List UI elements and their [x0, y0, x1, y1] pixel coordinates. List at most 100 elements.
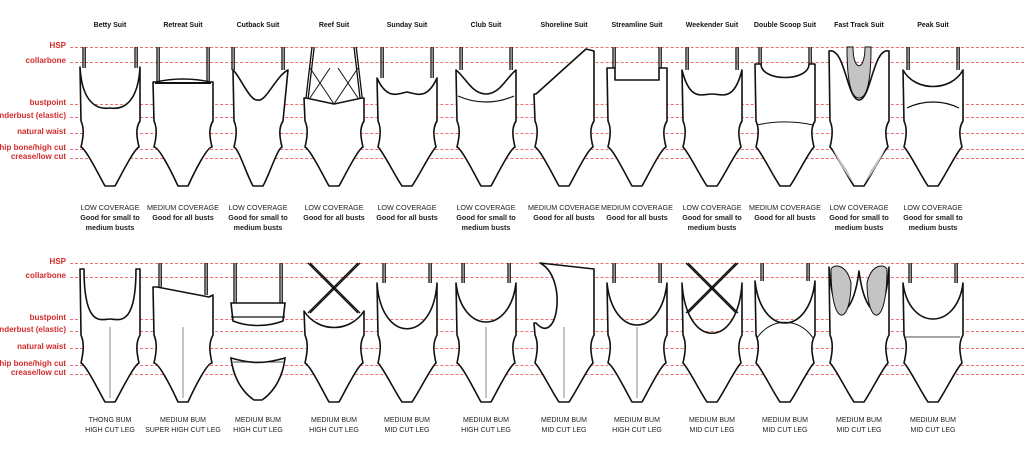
guide-label: underbust (elastic) [0, 325, 66, 334]
suit-name: Double Scoop Suit [753, 22, 817, 29]
front-suit-9 [681, 47, 743, 187]
back-cut-line: MID CUT LEG [384, 426, 430, 434]
guide-label: underbust (elastic) [0, 111, 66, 120]
back-cut-description: MEDIUM BUM HIGH CUT LEG [212, 416, 304, 435]
back-cut-line: SUPER HIGH CUT LEG [145, 426, 221, 434]
back-cut-description: THONG BUM HIGH CUT LEG [64, 416, 156, 435]
bust-fit-note: medium busts [233, 223, 283, 232]
back-suit-5 [376, 263, 438, 403]
back-cut-description: MEDIUM BUM HIGH CUT LEG [440, 416, 532, 435]
back-suit-12 [902, 263, 964, 403]
back-cut-line: MEDIUM BUM [836, 417, 882, 424]
suit-name: Betty Suit [93, 22, 127, 29]
back-suit-10 [754, 263, 816, 403]
back-cut-line: MEDIUM BUM [910, 417, 956, 424]
front-suit-8 [606, 47, 668, 187]
back-cut-line: MEDIUM BUM [762, 417, 808, 424]
bust-fit-note: Good for all busts [303, 213, 365, 222]
back-suit-4 [303, 262, 365, 403]
back-cut-line: HIGH CUT LEG [309, 426, 359, 434]
back-cut-line: MEDIUM BUM [311, 417, 357, 424]
guide-line [70, 47, 1024, 48]
back-cut-line: HIGH CUT LEG [461, 426, 511, 434]
front-suit-1 [79, 47, 141, 187]
back-cut-line: MEDIUM BUM [235, 417, 281, 424]
suit-name: Sunday Suit [386, 22, 428, 29]
back-cut-description: MEDIUM BUM MID CUT LEG [518, 416, 610, 435]
suit-name: Shoreline Suit [540, 22, 588, 29]
back-cut-line: MEDIUM BUM [160, 417, 206, 424]
back-cut-line: MID CUT LEG [689, 426, 735, 434]
guide-label: crease/low cut [10, 152, 66, 161]
guide-label: HSP [49, 257, 66, 266]
back-cut-description: MEDIUM BUM SUPER HIGH CUT LEG [137, 416, 229, 435]
suit-name: Retreat Suit [163, 22, 203, 29]
coverage-level: MEDIUM COVERAGE [749, 203, 821, 212]
coverage-level: LOW COVERAGE [228, 203, 288, 212]
front-suit-6 [455, 47, 517, 187]
bust-fit-note: Good for small to [228, 213, 288, 222]
back-cut-line: HIGH CUT LEG [85, 426, 135, 434]
coverage-level: LOW COVERAGE [377, 203, 437, 212]
bust-fit-note: Good for all busts [152, 213, 214, 222]
back-cut-line: THONG BUM [88, 417, 132, 424]
front-suit-10 [754, 47, 816, 187]
back-cut-description: MEDIUM BUM HIGH CUT LEG [288, 416, 380, 435]
back-cut-line: HIGH CUT LEG [233, 426, 283, 434]
guide-label: HSP [49, 41, 66, 50]
guide-label: hip bone/high cut [0, 143, 66, 152]
bust-fit-note: medium busts [687, 223, 737, 232]
back-cut-line: MEDIUM BUM [689, 417, 735, 424]
back-cut-description: MEDIUM BUM MID CUT LEG [666, 416, 758, 435]
guide-label: crease/low cut [10, 368, 66, 377]
back-cut-line: HIGH CUT LEG [612, 426, 662, 434]
front-suit-2 [152, 47, 214, 187]
bust-fit-note: medium busts [908, 223, 958, 232]
coverage-level: MEDIUM COVERAGE [147, 203, 219, 212]
back-cut-line: MID CUT LEG [910, 426, 956, 434]
coverage-level: LOW COVERAGE [456, 203, 516, 212]
back-cut-line: MEDIUM BUM [614, 417, 660, 424]
back-cut-description: MEDIUM BUM HIGH CUT LEG [591, 416, 683, 435]
guide-label: bustpoint [29, 313, 66, 322]
guide-label: bustpoint [29, 98, 66, 107]
bust-fit-note: Good for all busts [533, 213, 595, 222]
bust-fit-note: medium busts [834, 223, 884, 232]
coverage-level: LOW COVERAGE [80, 203, 140, 212]
coverage-level: LOW COVERAGE [903, 203, 963, 212]
coverage-level: LOW COVERAGE [304, 203, 364, 212]
bust-fit-note: Good for small to [903, 213, 963, 222]
back-cut-line: MID CUT LEG [541, 426, 587, 434]
guide-label: natural waist [17, 127, 66, 136]
back-cut-description: MEDIUM BUM MID CUT LEG [887, 416, 979, 435]
suit-name: Fast Track Suit [834, 22, 884, 29]
back-cut-line: MEDIUM BUM [463, 417, 509, 424]
front-suit-5 [376, 47, 438, 187]
bust-fit-note: medium busts [85, 223, 135, 232]
coverage-level: MEDIUM COVERAGE [528, 203, 600, 212]
bust-fit-note: Good for all busts [606, 213, 668, 222]
back-cut-line: MEDIUM BUM [541, 417, 587, 424]
back-suit-6 [455, 263, 517, 403]
back-suit-8 [606, 263, 668, 403]
bust-fit-note: medium busts [461, 223, 511, 232]
suit-name: Reef Suit [318, 22, 350, 29]
guide-line [70, 277, 1024, 278]
bust-fit-note: Good for small to [682, 213, 742, 222]
back-suit-2 [152, 263, 214, 403]
suit-name: Weekender Suit [685, 22, 739, 29]
bust-fit-note: Good for small to [829, 213, 889, 222]
guide-label: hip bone/high cut [0, 359, 66, 368]
suit-name: Cutback Suit [236, 22, 280, 29]
back-suit-11 [828, 265, 890, 403]
